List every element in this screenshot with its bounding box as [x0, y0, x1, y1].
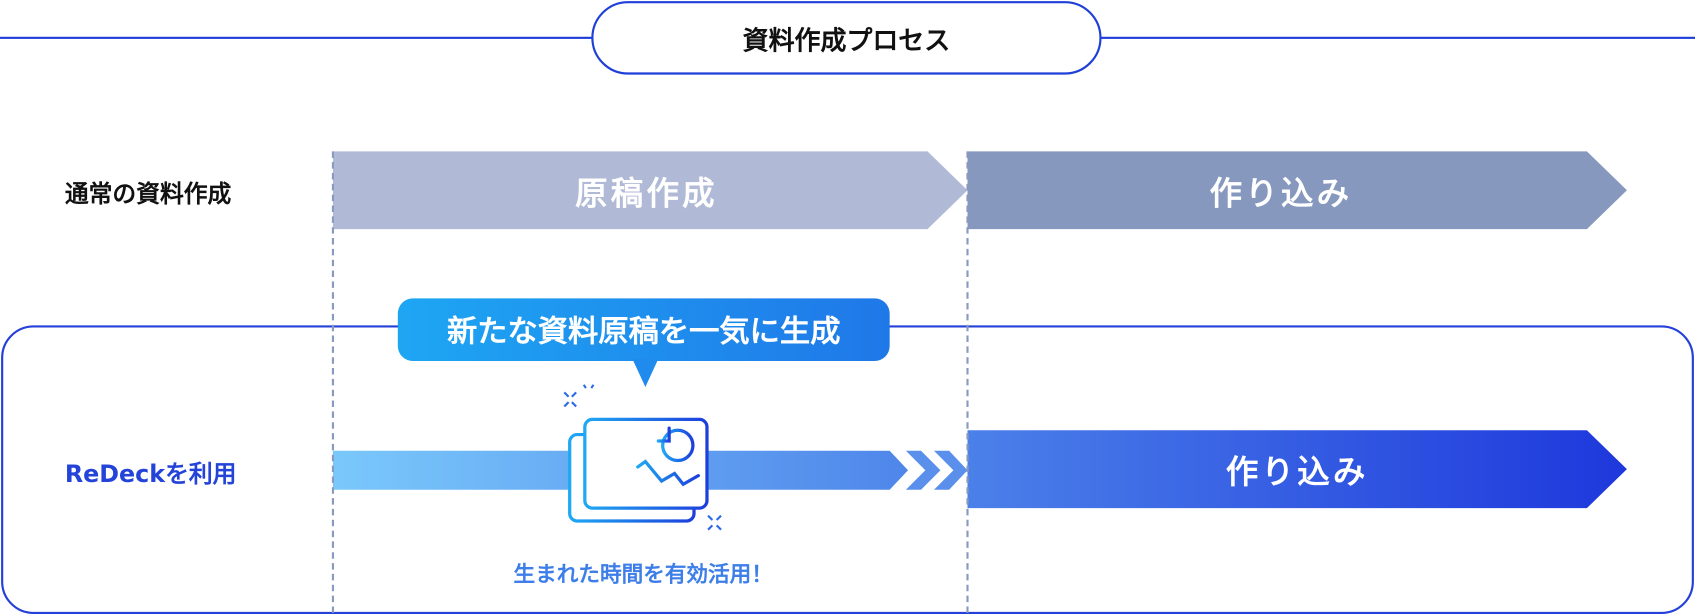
document-icon [568, 417, 709, 523]
phase-divider [331, 151, 335, 613]
caption: 生まれた時間を有効活用！ [513, 561, 773, 587]
step-arrow-refine-redeck [967, 430, 1627, 509]
page-title: 資料作成プロセス [591, 1, 1102, 75]
speech-bubble: 新たな資料原稿を一気に生成 [397, 298, 890, 362]
step-label-draft: 原稿作成 [575, 175, 718, 213]
step-arrow-draft [332, 151, 968, 230]
title-text: 資料作成プロセス [742, 25, 951, 56]
row-label-redeck: ReDeckを利用 [64, 461, 237, 489]
chevron-icon [905, 450, 941, 490]
chevron-icon [933, 450, 968, 490]
speech-bubble-tail [632, 358, 659, 387]
step-label-refine-redeck: 作り込み [1225, 454, 1369, 492]
phase-divider [966, 151, 969, 613]
step-arrow-refine [967, 151, 1627, 230]
row-label-normal: 通常の資料作成 [64, 181, 232, 209]
sparkle-icon [563, 384, 722, 531]
step-label-refine: 作り込み [1209, 175, 1353, 213]
